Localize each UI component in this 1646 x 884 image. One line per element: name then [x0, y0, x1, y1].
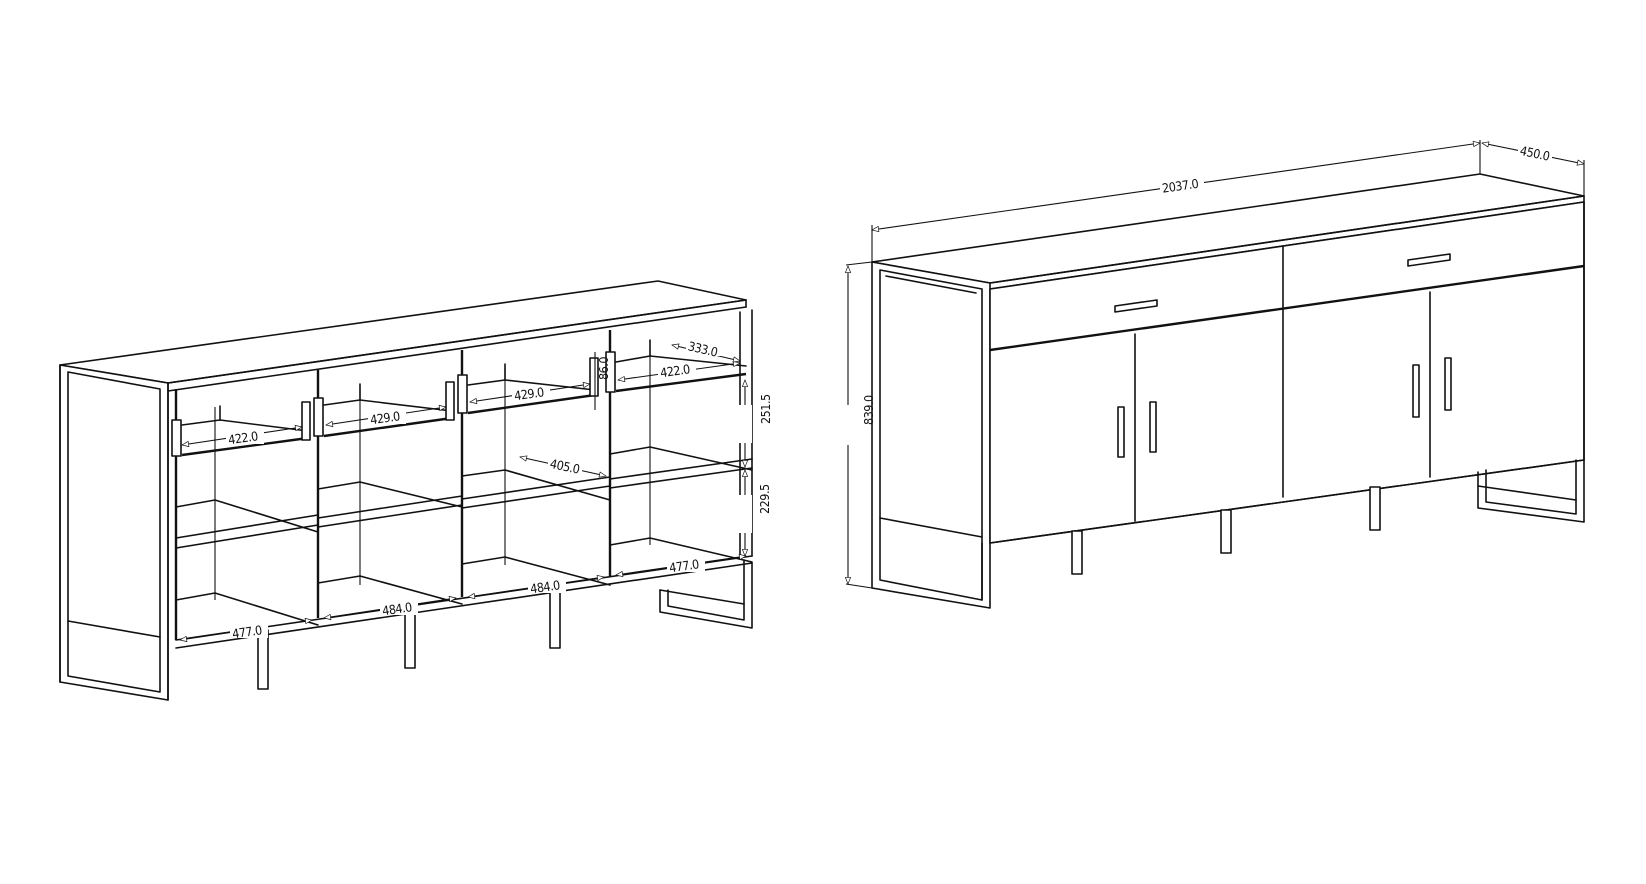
dim-upper-compartment-height: 251.5 — [758, 394, 773, 424]
dimensions-right: 2037.0 450.0 839.0 — [840, 140, 1585, 589]
dim-overall-width: 2037.0 — [1161, 176, 1199, 196]
dimensions-left: 422.0 429.0 429.0 422.0 333.0 86.0 251.5… — [179, 338, 773, 643]
dim-shelf-depth: 405.0 — [549, 456, 581, 477]
dim-drawer-height: 86.0 — [596, 357, 611, 380]
door-handle-4 — [1444, 357, 1452, 411]
dim-overall-depth: 450.0 — [1519, 143, 1551, 164]
dim-overall-height: 839.0 — [861, 395, 876, 425]
dim-drawer-width-3: 429.0 — [513, 384, 545, 403]
dim-bottom-width-4: 477.0 — [668, 556, 700, 575]
top-panel — [59, 280, 747, 392]
dim-drawer-depth: 333.0 — [687, 338, 720, 359]
door-handle-3 — [1412, 364, 1420, 418]
door-handle-1 — [1117, 406, 1125, 458]
dim-drawer-width-4: 422.0 — [659, 361, 691, 380]
closed-sideboard-exterior-view: 2037.0 450.0 839.0 — [840, 140, 1585, 609]
dim-drawer-width-2: 429.0 — [369, 408, 401, 427]
front-panel — [981, 195, 1585, 601]
drawer-handle-1 — [1114, 299, 1158, 313]
dim-bottom-width-3: 484.0 — [529, 577, 561, 596]
open-sideboard-interior-view: 422.0 429.0 429.0 422.0 333.0 86.0 251.5… — [59, 280, 773, 701]
dim-bottom-width-2: 484.0 — [381, 599, 413, 618]
door-handle-2 — [1149, 401, 1157, 453]
dim-lower-compartment-height: 229.5 — [757, 484, 772, 514]
drawer-handle-2 — [1407, 253, 1451, 267]
dim-bottom-width-1: 477.0 — [231, 622, 263, 641]
left-side-frame — [59, 364, 169, 701]
dim-drawer-width-1: 422.0 — [227, 428, 259, 447]
left-side-frame — [871, 261, 991, 609]
